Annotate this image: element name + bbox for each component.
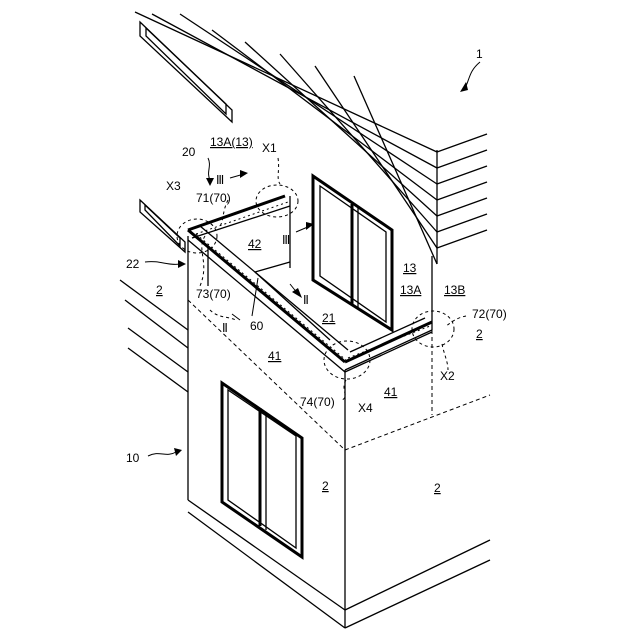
label-detail-x2: X2 (440, 369, 455, 383)
label-upper-wall: 13 (403, 261, 417, 275)
sliding-door (313, 176, 392, 330)
label-corner-cap-x3: 73(70) (196, 287, 231, 301)
detail-circle-x1 (256, 185, 298, 217)
label-exterior-wall-front: 2 (322, 479, 329, 493)
reference-labels: 1 13A(13) X1 20 Ⅲ X3 71(70) 42 Ⅲ 22 2 13… (126, 47, 507, 495)
label-corner-cap-x2: 72(70) (472, 307, 507, 321)
upper-vent-window (140, 22, 232, 122)
label-section-ii-mid: Ⅱ (303, 293, 309, 307)
label-parapet-wall-right: 41 (384, 385, 398, 399)
label-upper-wall-b: 13B (444, 283, 465, 297)
label-house: 1 (476, 47, 483, 61)
label-parapet-wall-front: 41 (268, 349, 282, 363)
label-exterior-wall-left: 2 (156, 283, 163, 297)
label-section-iii-mid: Ⅲ (282, 233, 290, 247)
label-detail-x3: X3 (166, 179, 181, 193)
label-lower-floor: 10 (126, 451, 140, 465)
label-detail-x1: X1 (262, 141, 277, 155)
ground-window (222, 383, 302, 557)
label-exterior-wall-right: 2 (434, 481, 441, 495)
label-corner-cap-x1: 71(70) (196, 191, 231, 205)
label-balcony-floor: 21 (322, 311, 336, 325)
label-section-ii-left: Ⅱ (222, 321, 228, 335)
label-upper-wall-a: 13A (400, 283, 421, 297)
balcony (188, 196, 432, 372)
label-upper-wall-a-paren: 13A(13) (210, 135, 253, 149)
label-exterior-wall-right-upper: 2 (476, 327, 483, 341)
label-section-iii-top: Ⅲ (216, 173, 224, 187)
label-detail-x4: X4 (358, 401, 373, 415)
label-corner-cap-x4: 74(70) (300, 395, 335, 409)
label-balcony: 20 (182, 145, 196, 159)
left-wall-lines (120, 280, 188, 392)
lower-vent-window (140, 200, 185, 252)
label-balcony-end: 22 (126, 257, 140, 271)
label-parapet-inner: 42 (248, 237, 262, 251)
label-handrail: 60 (250, 319, 264, 333)
